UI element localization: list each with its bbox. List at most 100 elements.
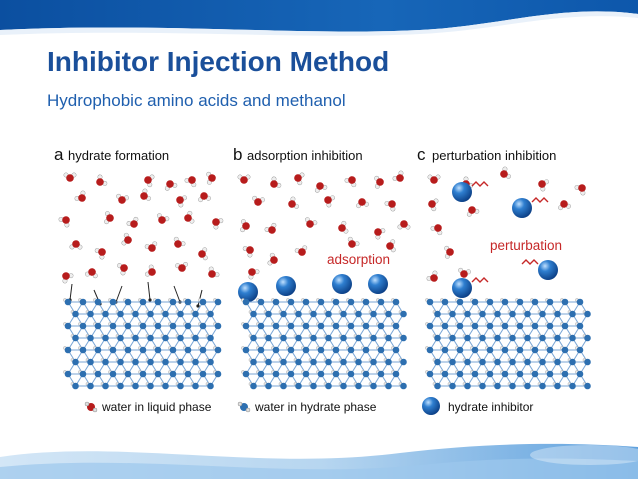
figure-drawing: a hydrate formation b adsorption inhibit… <box>54 145 591 415</box>
hydrate-water-node <box>72 382 79 390</box>
arrow-line <box>147 281 151 301</box>
hydrate-water-node <box>192 334 199 342</box>
hydrate-water-node <box>370 382 377 390</box>
hydrate-water-node <box>169 322 177 330</box>
water-molecule <box>176 195 187 208</box>
hydrate-water-node <box>280 334 287 342</box>
hydrate-water-node <box>72 310 79 318</box>
hydrate-water-node <box>94 298 102 306</box>
water-molecule <box>206 171 216 185</box>
hydrate-water-node <box>385 310 392 318</box>
hydrate-water-node <box>385 334 392 342</box>
hydrate-water-node <box>87 382 94 390</box>
hydrate-water-node <box>449 334 456 342</box>
hydrate-water-node <box>184 298 192 306</box>
hydrate-water-node <box>302 370 310 378</box>
hydrate-water-node <box>516 370 524 378</box>
hydrate-water-node <box>486 346 494 354</box>
hydrate-water-node <box>539 334 546 342</box>
hydrate-water-node <box>214 322 222 330</box>
hydrate-water-node <box>486 298 494 306</box>
hydrate-water-node <box>471 346 479 354</box>
hydrate-water-node <box>310 310 317 318</box>
hydrate-water-node <box>355 358 362 366</box>
hydrate-water-node <box>302 346 310 354</box>
hydrate-water-node <box>471 322 479 330</box>
hydrate-water-node <box>117 334 124 342</box>
legend-hydrate-water: water in hydrate phase <box>254 400 377 414</box>
hydrate-water-node <box>471 370 479 378</box>
water-molecule <box>356 198 369 209</box>
hydrate-water-node <box>265 334 272 342</box>
arrow-line <box>197 289 203 307</box>
hydrate-water-node <box>169 298 177 306</box>
water-molecule <box>374 228 386 240</box>
water-molecule <box>252 195 265 206</box>
hydrate-water-node <box>456 346 464 354</box>
hydrate-water-node <box>132 310 139 318</box>
hydrate-water-node <box>317 298 325 306</box>
hydrate-water-node <box>434 334 441 342</box>
hydrate-water-node <box>524 382 531 390</box>
water-molecule <box>574 184 586 196</box>
hydrate-water-node <box>464 382 471 390</box>
legend-liquid-water: water in liquid phase <box>101 400 212 414</box>
hydrate-water-node <box>362 346 370 354</box>
panel-c-hydrate-lattice <box>425 298 591 390</box>
water-molecule <box>85 268 98 279</box>
hydrate-water-node <box>441 298 449 306</box>
water-molecule <box>184 210 195 224</box>
hydrate-water-node <box>109 370 117 378</box>
water-molecule <box>248 268 260 280</box>
hydrate-water-node <box>449 382 456 390</box>
hydrate-water-node <box>464 334 471 342</box>
hydrate-water-node <box>426 322 434 330</box>
hydrate-water-node <box>162 310 169 318</box>
panel-c-letter: c <box>417 145 426 164</box>
water-molecule <box>288 196 299 209</box>
hydrate-water-node <box>531 346 539 354</box>
top-decoration <box>0 0 638 36</box>
water-molecule <box>164 180 178 191</box>
water-molecule <box>264 222 277 234</box>
hydrate-water-node <box>287 322 295 330</box>
water-molecule <box>397 220 411 230</box>
hydrate-water-node <box>192 310 199 318</box>
hydrate-water-node <box>169 370 177 378</box>
hydrate-water-node <box>207 358 214 366</box>
hydrate-water-node <box>340 310 347 318</box>
water-molecule <box>62 272 74 284</box>
hydrate-water-node <box>102 358 109 366</box>
inhibitor-chain <box>471 277 489 283</box>
water-molecule <box>324 195 335 208</box>
hydrate-water-node <box>524 334 531 342</box>
hydrate-water-node <box>102 334 109 342</box>
hydrate-water-node <box>347 346 355 354</box>
hydrate-water-node <box>109 298 117 306</box>
arrow-line <box>173 285 181 303</box>
hydrate-water-node <box>257 370 265 378</box>
hydrate-water-node <box>272 298 280 306</box>
hydrate-water-node <box>79 322 87 330</box>
hydrate-water-node <box>385 358 392 366</box>
water-molecule <box>58 216 70 228</box>
water-molecule <box>428 198 439 212</box>
hydrate-water-node <box>561 322 569 330</box>
water-molecule <box>240 219 250 233</box>
hydrate-water-node <box>207 334 214 342</box>
hydrate-water-node <box>494 358 501 366</box>
hydrate-water-node <box>87 334 94 342</box>
hydrate-water-node <box>147 358 154 366</box>
hydrate-water-node <box>64 298 72 306</box>
hydrate-water-node <box>362 370 370 378</box>
inhibitor-chain <box>531 197 549 203</box>
hydrate-water-node <box>561 298 569 306</box>
panel-a-arrows <box>68 281 203 308</box>
hydrate-water-node <box>441 370 449 378</box>
water-molecule <box>242 246 254 258</box>
hydrate-water-node <box>214 346 222 354</box>
inhibitor-sphere <box>368 274 388 294</box>
hydrate-water-node <box>147 334 154 342</box>
hydrate-water-node <box>400 358 407 366</box>
water-molecule <box>175 261 188 272</box>
